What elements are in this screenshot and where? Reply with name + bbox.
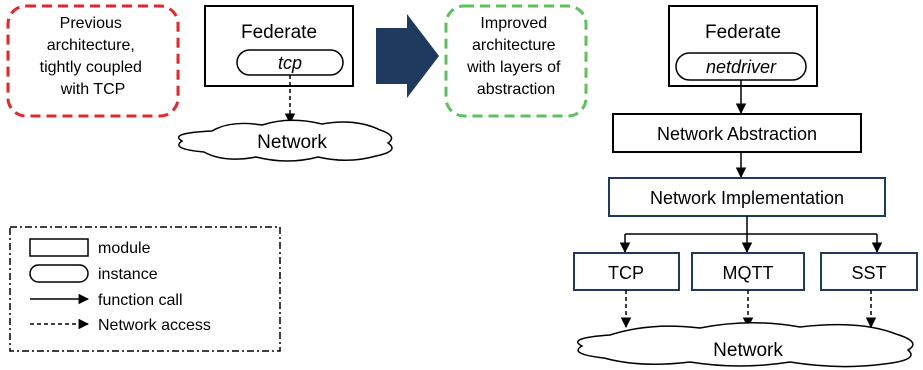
- left-network-label: Network: [257, 132, 327, 153]
- transition-arrow: [376, 14, 439, 98]
- mqtt-module: [691, 252, 805, 291]
- network-abstraction-label: Network Abstraction: [657, 124, 817, 144]
- sst-module: [820, 252, 918, 291]
- network-abstraction-module: [612, 113, 862, 153]
- legend-instance-label: instance: [98, 266, 158, 283]
- legend-function-call-label: function call: [98, 292, 183, 309]
- previous-note-line-3: tightly coupled: [40, 59, 142, 76]
- mqtt-module-label: MQTT: [723, 263, 774, 283]
- previous-architecture-note: [6, 4, 180, 118]
- svg-text:Previous architecture,: Previous architecture, tightly coupled w…: [40, 15, 147, 98]
- svg-text:Improved architecture: Improved architecture with layers of abs…: [466, 15, 565, 98]
- left-tcp-instance-label: tcp: [278, 53, 302, 73]
- improved-architecture-note: [444, 4, 588, 118]
- legend-module-symbol: [29, 238, 89, 257]
- network-implementation-label: Network Implementation: [650, 188, 844, 208]
- legend-instance-symbol: [29, 264, 89, 283]
- previous-note-line-1: Previous: [60, 15, 122, 32]
- sst-module-label: SST: [851, 263, 886, 283]
- right-network-label: Network: [713, 340, 783, 361]
- legend-box: [9, 226, 281, 352]
- legend-network-access-label: Network access: [98, 317, 211, 334]
- left-federate-label: Federate: [241, 22, 317, 43]
- right-netdriver-instance-label: netdriver: [706, 57, 777, 77]
- previous-note-line-2: architecture,: [47, 37, 135, 54]
- right-network-cloud: [577, 321, 914, 368]
- improved-note-line-2: architecture: [472, 37, 556, 54]
- improved-note-line-1: Improved: [480, 15, 547, 32]
- tcp-module: [573, 252, 680, 291]
- legend-module-label: module: [98, 240, 151, 257]
- improved-note-line-3: with layers of: [466, 59, 561, 76]
- previous-note-line-4: with TCP: [60, 81, 126, 98]
- right-federate-label: Federate: [705, 22, 781, 43]
- improved-note-line-4: abstraction: [477, 81, 555, 98]
- tcp-module-label: TCP: [608, 263, 644, 283]
- left-network-cloud: [177, 119, 393, 162]
